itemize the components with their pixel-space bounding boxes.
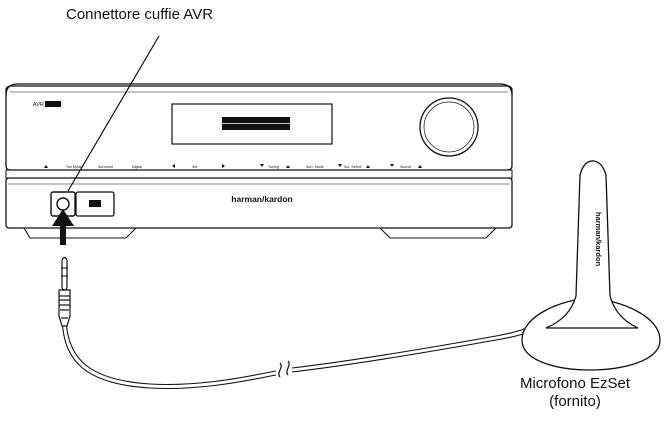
receiver-foot-right — [378, 227, 498, 239]
arrow-up-icon — [418, 165, 422, 168]
receiver-button-strip — [5, 169, 513, 179]
microphone-cable — [61, 323, 541, 390]
arrow-left-icon — [172, 164, 175, 168]
microphone-plug — [58, 256, 71, 327]
av-receiver — [5, 83, 513, 239]
insertion-arrow — [52, 209, 74, 245]
panel-label-4: Set — [192, 165, 197, 169]
panel-label-8: Source — [400, 165, 411, 169]
panel-label-1: Ton Mode — [66, 165, 82, 169]
receiver-lower-panel — [5, 177, 513, 229]
model-number-badge — [45, 101, 61, 107]
microphone-label: Microfono EzSet (fornito) — [500, 375, 650, 411]
headphone-connector-label: Connettore cuffie AVR — [66, 6, 214, 23]
panel-arrow-icons — [44, 164, 422, 168]
microphone-label-line2: (fornito) — [549, 393, 601, 410]
usb-port-slot — [89, 200, 101, 207]
panel-label-3: Digital — [132, 165, 142, 169]
plug-tip — [61, 256, 68, 291]
receiver-brand-logo: harman/kardon — [231, 194, 292, 204]
microphone-label-line1: Microfono EzSet — [519, 375, 631, 392]
microphone-base — [521, 297, 661, 371]
receiver-display-window — [171, 103, 333, 145]
headphone-jack-socket[interactable] — [56, 197, 70, 211]
arrow-down-icon — [260, 164, 264, 167]
microphone-brand-logo: harman/kardon — [594, 212, 603, 267]
volume-knob-inner — [423, 101, 475, 153]
arrow-down-icon — [390, 164, 394, 167]
arrow-up-icon — [286, 165, 290, 168]
usb-port-bezel — [75, 191, 115, 217]
panel-label-5: Tuning — [268, 165, 279, 169]
front-panel-markings: AVR Ton Mode Surround Digital Set Tuning… — [33, 101, 411, 169]
callout-leader-line — [67, 35, 160, 192]
ezset-microphone — [521, 160, 661, 371]
arrow-down-icon — [338, 164, 342, 167]
cable-break-mark — [286, 360, 290, 376]
receiver-foot-left — [23, 227, 138, 239]
panel-label-7: Sur. Select — [344, 165, 361, 169]
arrow-up-icon — [366, 165, 370, 168]
volume-knob-outer — [419, 97, 479, 157]
microphone-stem — [545, 160, 639, 329]
panel-label-6: Surr. Mode — [306, 165, 324, 169]
cable-break-mark — [278, 362, 282, 378]
model-badge: AVR — [33, 102, 44, 108]
arrow-right-icon — [222, 164, 225, 168]
arrow-up-icon — [44, 165, 48, 168]
panel-label-2: Surround — [98, 165, 113, 169]
receiver-top-edge — [5, 83, 513, 96]
